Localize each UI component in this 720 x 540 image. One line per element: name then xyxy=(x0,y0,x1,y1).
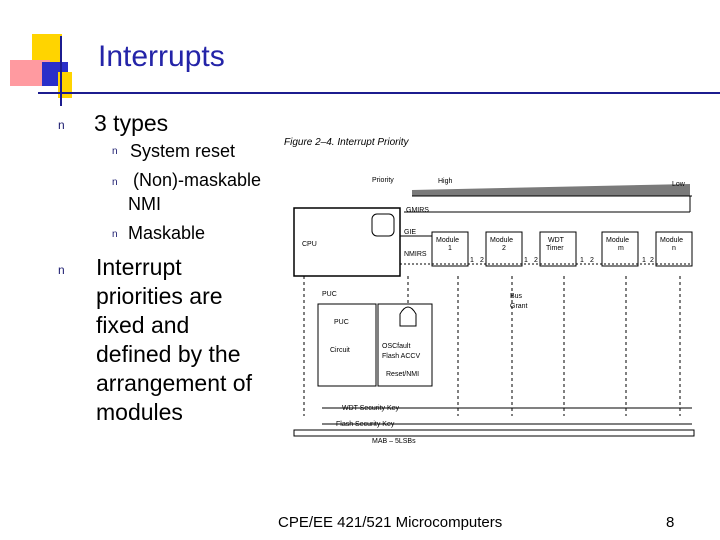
gie-label: GIE xyxy=(404,229,416,236)
svg-text:WDT: WDT xyxy=(548,237,565,244)
svg-text:2: 2 xyxy=(534,257,538,264)
bullet-line: modules xyxy=(96,399,183,425)
svg-text:Module: Module xyxy=(490,237,513,244)
bullet-line: priorities are xyxy=(96,283,223,309)
nmirs-label: NMIRS xyxy=(404,251,427,258)
svg-text:1: 1 xyxy=(580,257,584,264)
svg-text:2: 2 xyxy=(650,257,654,264)
low-label: Low xyxy=(672,181,686,188)
sub-bullet-marker: n xyxy=(112,146,118,157)
svg-text:n: n xyxy=(672,245,676,252)
svg-text:Module: Module xyxy=(606,237,629,244)
svg-text:Bus: Bus xyxy=(510,293,523,300)
svg-text:1: 1 xyxy=(524,257,528,264)
slide-title: Interrupts xyxy=(98,40,225,73)
bullet-line: arrangement of xyxy=(96,370,252,396)
sub-bullet-system-reset: System reset xyxy=(130,141,236,161)
module-row: Module 1 Module 2 WDT Timer Module m Mod… xyxy=(400,231,693,267)
svg-text:PUC: PUC xyxy=(334,319,349,326)
bullet-3-types: 3 types xyxy=(94,110,169,136)
svg-text:2: 2 xyxy=(590,257,594,264)
puc-circuit-box xyxy=(317,303,377,387)
svg-text:MAB – 5LSBs: MAB – 5LSBs xyxy=(372,438,416,445)
bullet-line: Interrupt xyxy=(96,254,182,280)
bullet-marker: n xyxy=(58,263,65,277)
svg-text:1: 1 xyxy=(448,245,452,252)
high-label: High xyxy=(438,178,453,185)
logo-yellow-square xyxy=(32,34,62,64)
mab-bus xyxy=(293,429,695,437)
sub-bullet-nonmaskable: (Non)-maskable xyxy=(128,170,262,190)
svg-text:Reset/NMI: Reset/NMI xyxy=(386,371,419,378)
svg-text:Flash ACCV: Flash ACCV xyxy=(382,353,420,360)
svg-text:Timer: Timer xyxy=(546,245,564,252)
figure-caption: Figure 2–4. Interrupt Priority xyxy=(284,137,409,148)
gie-flag xyxy=(371,213,395,237)
bullet-marker: n xyxy=(58,118,65,132)
svg-text:2: 2 xyxy=(502,245,506,252)
signal-lines xyxy=(303,276,681,416)
svg-text:Module: Module xyxy=(660,237,683,244)
bullet-line: defined by the xyxy=(96,341,241,367)
svg-text:m: m xyxy=(618,245,624,252)
sub-bullet-marker: n xyxy=(112,229,118,240)
priority-wedge xyxy=(412,184,690,196)
sub-bullet-maskable: Maskable xyxy=(128,223,206,243)
footer-course: CPE/EE 421/521 Microcomputers xyxy=(278,514,503,531)
cpu-label: CPU xyxy=(302,241,317,248)
svg-text:OSCfault: OSCfault xyxy=(382,343,410,350)
bullet-line: fixed and xyxy=(96,312,190,338)
puc-signal-label: PUC xyxy=(322,291,337,298)
footer-page-number: 8 xyxy=(666,514,675,531)
gmirs-label: GMIRS xyxy=(406,207,429,214)
svg-text:Module: Module xyxy=(436,237,459,244)
sub-bullet-marker: n xyxy=(112,177,118,188)
svg-text:1: 1 xyxy=(642,257,646,264)
title-underline xyxy=(38,92,720,94)
sub-bullet-nmi: NMI xyxy=(128,194,161,214)
svg-text:Circuit: Circuit xyxy=(330,347,350,354)
bullet-priorities: Interrupt priorities are fixed and defin… xyxy=(96,253,252,427)
svg-text:Grant: Grant xyxy=(510,303,528,310)
logo-vertical-line xyxy=(60,36,62,106)
svg-text:1: 1 xyxy=(470,257,474,264)
svg-text:2: 2 xyxy=(480,257,484,264)
priority-label: Priority xyxy=(372,177,394,184)
interrupt-priority-diagram: Figure 2–4. Interrupt Priority Priority … xyxy=(284,137,695,445)
